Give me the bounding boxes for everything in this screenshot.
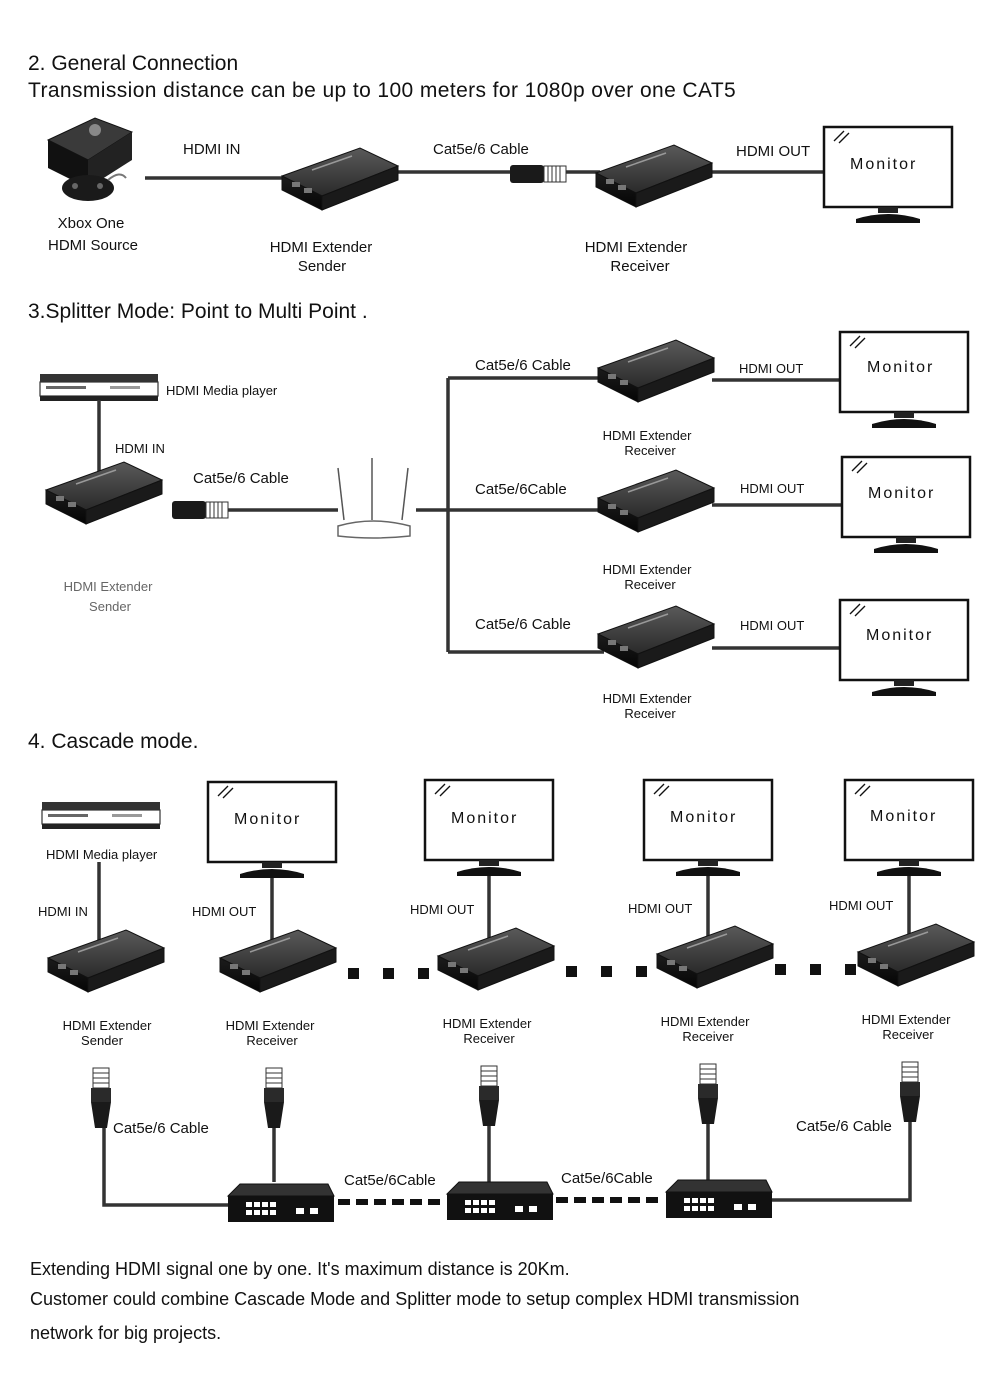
extender-sender-icon [281, 147, 399, 211]
footer-line1: Extending HDMI signal one by one. It's m… [30, 1259, 570, 1279]
extender-receiver-icon [656, 925, 774, 989]
monitor-icon [838, 330, 970, 430]
extender-receiver-icon [219, 929, 337, 993]
continuation-dots [348, 964, 856, 979]
hdmi-in-label: HDMI IN [183, 141, 241, 158]
footer-line3: network for big projects. [30, 1323, 222, 1343]
cascade-receiver2-line1: HDMI Extender [442, 1016, 532, 1031]
branch2-cable-label: Cat5e/6Cable [475, 481, 567, 498]
rj45-connector-icon [171, 500, 229, 520]
branch1-cable-label: Cat5e/6 Cable [475, 357, 571, 374]
section2-subheading: Transmission distance can be up to 100 m… [28, 79, 737, 102]
monitor-icon [206, 780, 338, 880]
media-player-icon [39, 373, 159, 402]
monitor-icon [423, 778, 555, 878]
branch3-hdmi-out-label: HDMI OUT [740, 618, 805, 633]
monitor-icon [822, 125, 954, 225]
extender-receiver-icon [597, 605, 715, 669]
cascade-hdmi-out2-label: HDMI OUT [410, 902, 475, 917]
switch-cable2-label: Cat5e/6Cable [561, 1170, 653, 1187]
cascade-receiver2-line2: Receiver [463, 1031, 515, 1046]
xbox-console-icon [46, 117, 134, 201]
cascade-receiver3-line1: HDMI Extender [660, 1014, 750, 1029]
monitor-icon [840, 455, 972, 555]
branch1-hdmi-out-label: HDMI OUT [739, 361, 804, 376]
monitor-icon [843, 778, 975, 878]
section-general-connection [46, 117, 954, 225]
cascade-hdmi-out1-label: HDMI OUT [192, 904, 257, 919]
rj45-connector-icon [263, 1067, 285, 1129]
hdmi-in-label: HDMI IN [38, 904, 88, 919]
cascade-cable-left-label: Cat5e/6 Cable [113, 1120, 209, 1137]
network-switch-icon [227, 1183, 335, 1223]
branch2-hdmi-out-label: HDMI OUT [740, 481, 805, 496]
rj45-connector-icon [899, 1061, 921, 1123]
branch2-monitor-label: Monitor [868, 485, 936, 502]
extender-sender-icon [47, 929, 165, 993]
branch3-receiver-line1: HDMI Extender [602, 691, 692, 706]
media-player-label: HDMI Media player [46, 847, 158, 862]
media-player-icon [41, 801, 161, 830]
branch1-monitor-label: Monitor [867, 359, 935, 376]
router-icon [337, 458, 411, 539]
sender-label-line1: HDMI Extender [63, 579, 153, 594]
sender-label-line2: Sender [297, 258, 347, 275]
extender-receiver-icon [595, 144, 713, 208]
rj45-connector-icon [509, 164, 567, 184]
branch3-receiver-line2: Receiver [624, 706, 676, 721]
monitor-icon [642, 778, 774, 878]
cascade-monitor1-label: Monitor [234, 811, 302, 828]
sender-label-line2: Sender [89, 599, 131, 614]
sender-label-line1: HDMI Extender [269, 239, 373, 256]
section-splitter-mode [39, 330, 972, 698]
extender-receiver-icon [597, 469, 715, 533]
section2-heading: 2. General Connection [28, 52, 239, 75]
footer-line2: Customer could combine Cascade Mode and … [30, 1289, 800, 1309]
cascade-receiver1-line2: Receiver [246, 1033, 298, 1048]
media-player-label: HDMI Media player [166, 383, 278, 398]
source-name: Xbox One [57, 215, 125, 232]
branch3-cable-label: Cat5e/6 Cable [475, 616, 571, 633]
extender-sender-icon [45, 461, 163, 525]
cascade-hdmi-out3-label: HDMI OUT [628, 901, 693, 916]
branch1-receiver-line1: HDMI Extender [602, 428, 692, 443]
extender-receiver-icon [597, 339, 715, 403]
cascade-monitor2-label: Monitor [451, 810, 519, 827]
network-switch-icon [665, 1179, 773, 1219]
sender-label-line2: Sender [81, 1033, 123, 1048]
cascade-monitor4-label: Monitor [870, 808, 938, 825]
cascade-cable-right-label: Cat5e/6 Cable [796, 1118, 892, 1135]
monitor-icon [838, 598, 970, 698]
cascade-hdmi-out4-label: HDMI OUT [829, 898, 894, 913]
branch2-receiver-line1: HDMI Extender [602, 562, 692, 577]
cascade-receiver3-line2: Receiver [682, 1029, 734, 1044]
receiver-label-line2: Receiver [610, 258, 670, 275]
cascade-monitor3-label: Monitor [670, 809, 738, 826]
cable-label: Cat5e/6 Cable [193, 470, 289, 487]
source-type: HDMI Source [47, 237, 139, 254]
branch1-receiver-line2: Receiver [624, 443, 676, 458]
cascade-receiver4-line2: Receiver [882, 1027, 934, 1042]
network-switch-icon [446, 1181, 554, 1221]
rj45-connector-icon [697, 1063, 719, 1125]
section4-heading: 4. Cascade mode. [28, 730, 199, 753]
branch3-monitor-label: Monitor [866, 627, 934, 644]
sender-label-line1: HDMI Extender [62, 1018, 152, 1033]
rj45-connector-icon [90, 1067, 112, 1129]
rj45-connector-icon [478, 1065, 500, 1127]
cascade-receiver1-line1: HDMI Extender [225, 1018, 315, 1033]
section3-heading: 3.Splitter Mode: Point to Multi Point . [28, 300, 368, 323]
extender-receiver-icon [437, 927, 555, 991]
hdmi-in-label: HDMI IN [115, 441, 165, 456]
receiver-label-line1: HDMI Extender [584, 239, 688, 256]
cascade-receiver4-line1: HDMI Extender [861, 1012, 951, 1027]
cable-label: Cat5e/6 Cable [433, 141, 529, 158]
monitor-label: Monitor [850, 156, 918, 173]
extender-receiver-icon [857, 923, 975, 987]
branch2-receiver-line2: Receiver [624, 577, 676, 592]
section-cascade-mode [41, 778, 975, 1223]
hdmi-out-label: HDMI OUT [736, 143, 811, 160]
switch-cable1-label: Cat5e/6Cable [344, 1172, 436, 1189]
